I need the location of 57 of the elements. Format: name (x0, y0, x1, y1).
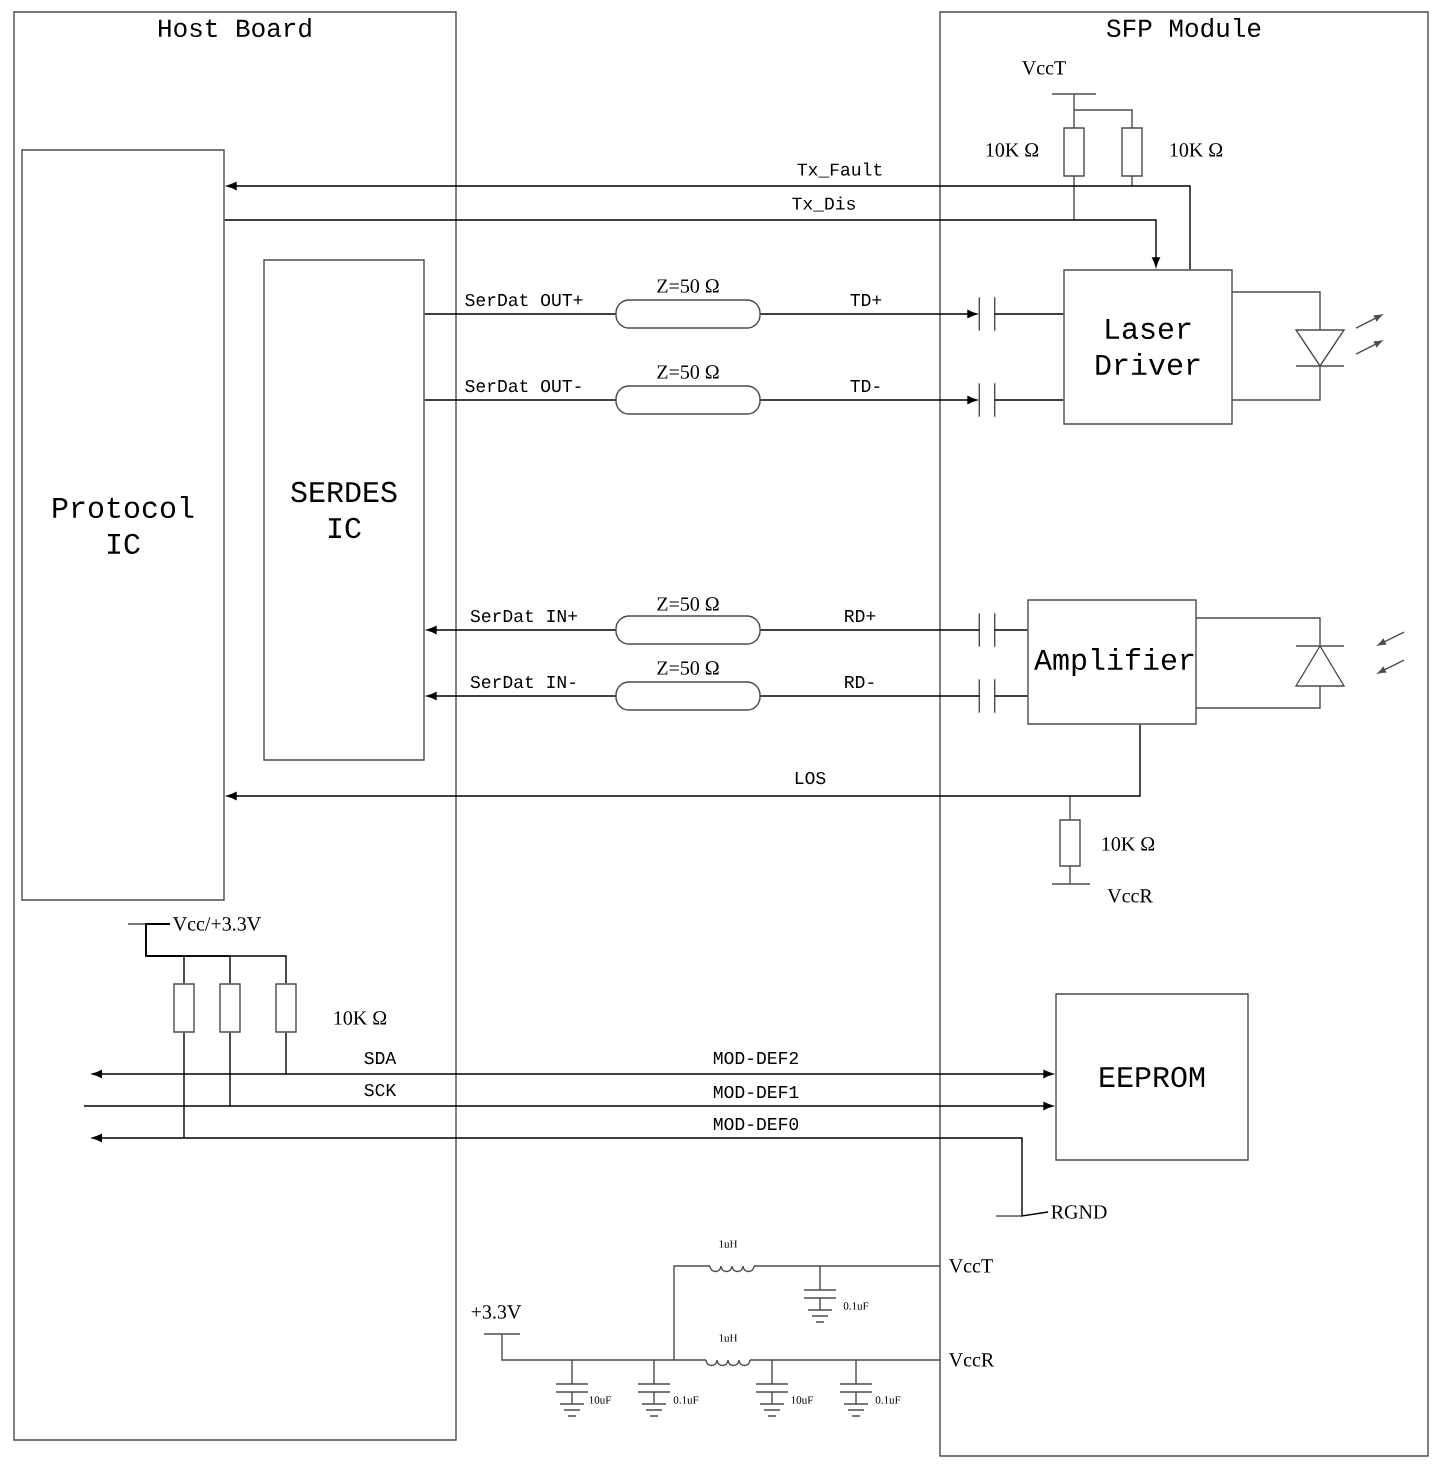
chip-box: EEPROM (1055, 993, 1249, 1161)
resistor-symbol (275, 983, 297, 1033)
signal-label: SCK (361, 1081, 399, 1099)
component-label: Z=50 Ω (657, 597, 719, 611)
capacitor-symbol (978, 382, 996, 418)
signal-line (226, 182, 1191, 270)
signal-line (994, 629, 1028, 631)
component-label: Z=50 Ω (657, 365, 719, 379)
signal-label: Tx_Dis (789, 194, 859, 214)
signal-label: Tx_Fault (794, 160, 886, 180)
signal-line (224, 219, 1160, 268)
signal-label: MOD-DEF0 (710, 1115, 802, 1133)
signal-label: SerDat OUT- (462, 377, 586, 395)
signal-line (994, 399, 1064, 401)
signal-line (183, 1032, 185, 1139)
component-label: VccR (948, 1353, 995, 1367)
signal-label: SerDat IN- (468, 673, 580, 691)
signal-label: SDA (361, 1049, 399, 1067)
signal-line (229, 1032, 231, 1107)
component-label: VccT (1022, 61, 1066, 75)
capacitor-symbol (978, 296, 996, 332)
component-label: TD- (850, 380, 880, 392)
signal-line (145, 923, 287, 984)
component-label: MOD-DEF2 (713, 1051, 798, 1065)
signal-line (92, 1070, 1054, 1078)
component-label: Z=50 Ω (657, 661, 719, 675)
chip-box: Protocol IC (21, 149, 225, 901)
component-label: 10K Ω (1170, 143, 1223, 157)
ground-label: RGND (1051, 1205, 1107, 1219)
component-label: VccR (1107, 889, 1153, 903)
component-label: TD+ (850, 294, 882, 306)
chip-box: Laser Driver (1063, 269, 1233, 425)
supply-label: Vcc/+3.3V (172, 917, 261, 931)
component-label: 10K Ω (1102, 837, 1155, 851)
component-label: 10K Ω (986, 143, 1039, 157)
signal-line (83, 1102, 1054, 1110)
signal-label: SerDat IN+ (468, 607, 580, 625)
chip-box: Amplifier (1027, 599, 1197, 725)
signal-label: LOS (791, 769, 829, 787)
capacitor-symbol (978, 612, 996, 648)
signal-label: SerDat OUT+ (462, 291, 586, 309)
signal-line (226, 724, 1141, 800)
component-label: MOD-DEF1 (713, 1085, 799, 1099)
resistor-symbol (219, 983, 241, 1033)
component-label: RD- (845, 676, 874, 688)
component-label: RD+ (845, 610, 876, 622)
capacitor-symbol (978, 678, 996, 714)
resistor-symbol (173, 983, 195, 1033)
component-label: +3.3V (471, 1305, 522, 1319)
signal-line (285, 1032, 287, 1075)
chip-box: SERDES IC (263, 259, 425, 761)
signal-line (994, 695, 1028, 697)
component-label: 10K Ω (334, 1011, 387, 1025)
signal-line (994, 313, 1064, 315)
component-label: VccT (948, 1259, 993, 1273)
component-label: Z=50 Ω (657, 279, 719, 293)
signal-line (92, 1134, 1049, 1217)
